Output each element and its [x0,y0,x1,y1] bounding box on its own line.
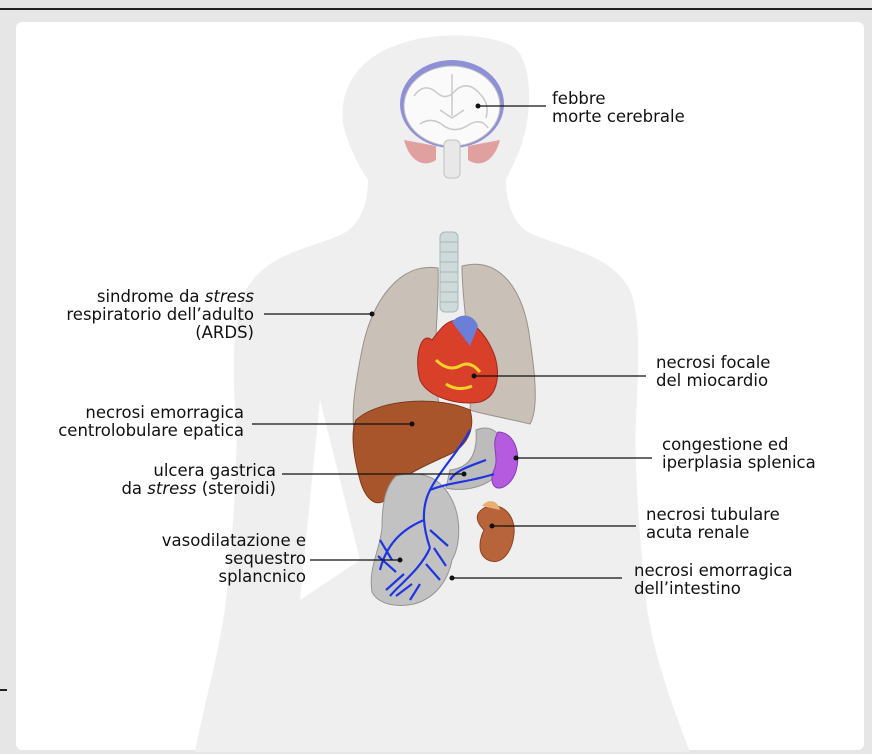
label-kidney-line2: acuta renale [646,524,780,542]
label-spleen-line2: iperplasia splenica [662,454,816,472]
label-heart: necrosi focale del miocardio [656,354,770,390]
label-stomach: ulcera gastrica da stress (steroidi) [121,462,276,498]
label-spleen: congestione ed iperplasia splenica [662,436,816,472]
label-splanchnic-line2: sequestro [162,550,306,568]
label-brain: febbre morte cerebrale [552,90,685,126]
label-kidney-line1: necrosi tubulare [646,506,780,524]
label-splanchnic-line3: splancnico [162,568,306,586]
label-intestine-line2: dell’intestino [634,580,793,598]
label-stomach-line2: da stress (steroidi) [121,480,276,498]
label-ards-line3: (ARDS) [66,324,254,342]
label-heart-line2: del miocardio [656,372,770,390]
label-ards-line1: sindrome da stress [66,288,254,306]
label-brain-line2: morte cerebrale [552,108,685,126]
label-ards: sindrome da stress respiratorio dell’adu… [66,288,254,342]
label-intestine-line1: necrosi emorragica [634,562,793,580]
label-liver-line1: necrosi emorragica [58,404,244,422]
label-liver: necrosi emorragica centrolobulare epatic… [58,404,244,440]
label-heart-line1: necrosi focale [656,354,770,372]
label-splanchnic: vasodilatazione e sequestro splancnico [162,532,306,586]
label-spleen-line1: congestione ed [662,436,816,454]
label-splanchnic-line1: vasodilatazione e [162,532,306,550]
label-liver-line2: centrolobulare epatica [58,422,244,440]
trachea [440,232,458,312]
label-brain-line1: febbre [552,90,685,108]
label-kidney: necrosi tubulare acuta renale [646,506,780,542]
label-ards-line2: respiratorio dell’adulto [66,306,254,324]
label-stomach-line1: ulcera gastrica [121,462,276,480]
brainstem [444,140,460,178]
label-intestine: necrosi emorragica dell’intestino [634,562,793,598]
